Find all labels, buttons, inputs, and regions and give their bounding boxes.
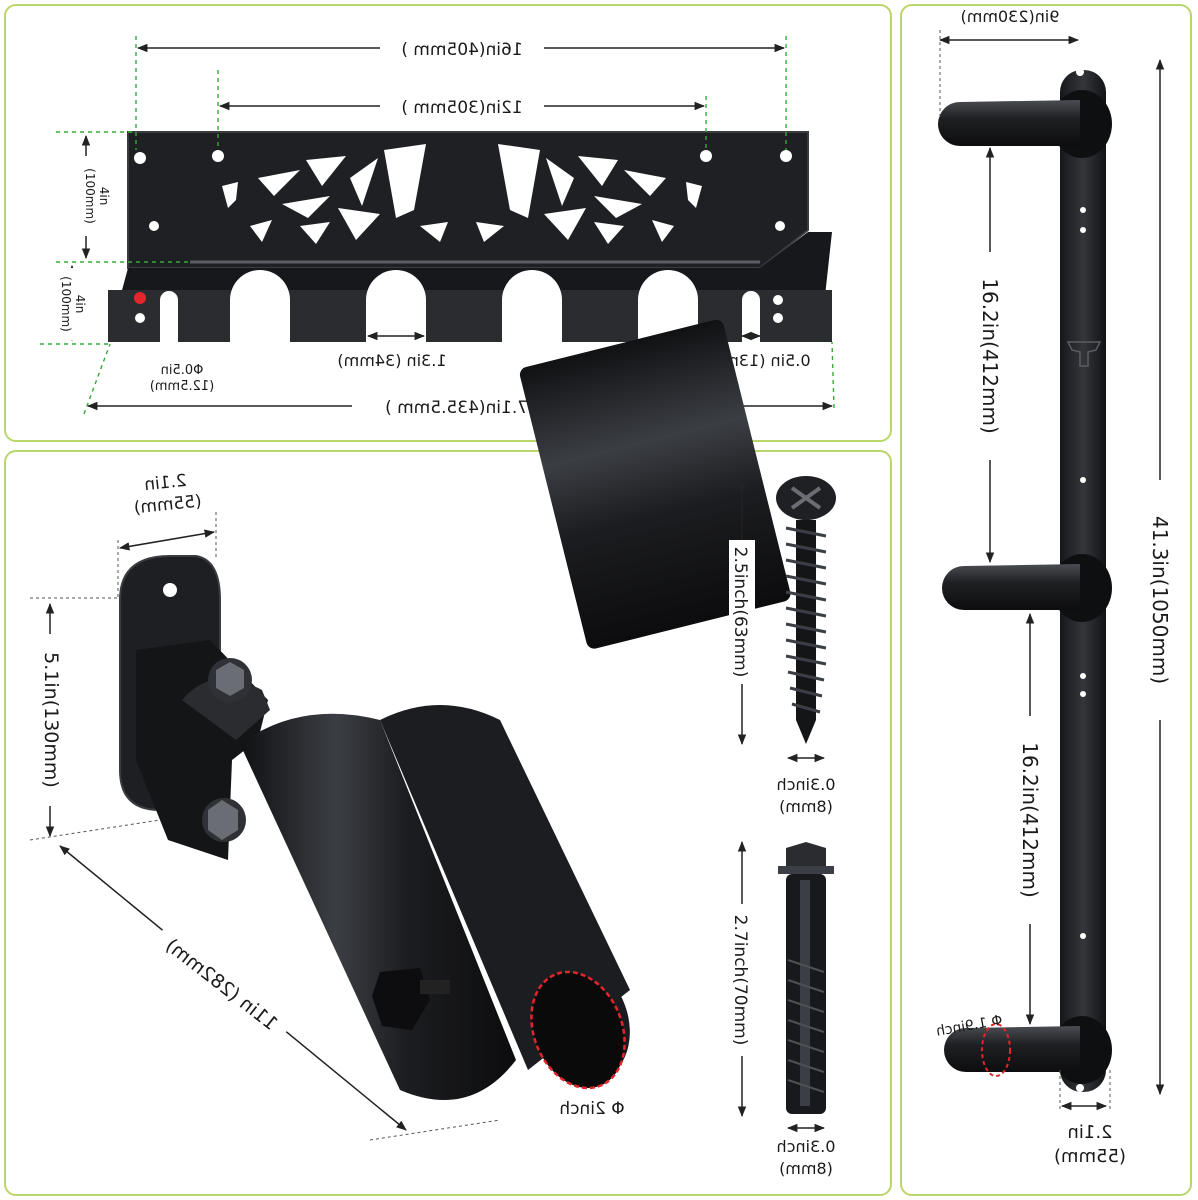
post-plate-height-label: 5.1in(130mm) <box>40 652 62 788</box>
wall-spacing-upper-label: 16.2in(412mm) <box>978 278 1002 434</box>
rack-pattern-cutout <box>222 144 702 244</box>
anchor-labels: 2.7inch(70mm) 0.3inch (8mm) <box>729 904 835 1178</box>
post-tube <box>519 319 791 649</box>
wall-base-width-mm-label: (55mm) <box>1054 1146 1126 1167</box>
post-bolt-top <box>208 658 252 702</box>
rack-hole-dia-mm-label: (12.5mm) <box>150 379 214 394</box>
post-bolt-side <box>202 798 246 842</box>
wall-bar-illustration <box>938 68 1112 1092</box>
post-plate-width-mm-label: (55mm) <box>133 491 203 518</box>
anchor-illustration <box>778 842 834 1114</box>
wall-base-width-in-label: 2.1in <box>1067 1122 1112 1143</box>
post-plate-width-in-label: 2.1in <box>143 471 187 495</box>
wall-top-width-label: 9in(230mm) <box>961 7 1060 26</box>
rack-guide-lines <box>40 36 835 415</box>
rack-height-back-in-label: 4in <box>97 187 111 206</box>
rack-height-base-in-label: 4in <box>73 295 87 314</box>
rack-hole-dia-in-label: Φ0.5in <box>161 363 204 378</box>
screw-illustration <box>776 476 836 744</box>
rack-width-total-label: 16in(405mm ) <box>401 40 522 60</box>
anchor-length-label: 2.7inch(70mm) <box>730 915 750 1046</box>
rack-height-back-mm-label: (100mm) <box>83 168 97 224</box>
wall-spacing-lower-label: 16.2in(412mm) <box>1018 742 1042 898</box>
rack-width-inner-label: 12in(305mm ) <box>401 98 522 118</box>
rack-slots <box>160 270 760 342</box>
anchor-dia-in-label: 0.3inch <box>777 1137 836 1156</box>
rack-mount-holes <box>134 150 792 323</box>
wall-bar-peg-bottom <box>944 1016 1112 1084</box>
wall-bar-peg-middle <box>942 554 1112 622</box>
wall-total-height-label: 41.3in(1050mm) <box>1148 516 1172 684</box>
anchor-dia-mm-label: (8mm) <box>779 1159 833 1178</box>
screw-dia-in-label: 0.3inch <box>777 775 836 794</box>
screw-length-label: 2.5inch(63mm) <box>730 547 750 678</box>
wall-bar-labels: 9in(230mm) 16.2in(412mm) 16.2in(412mm) 4… <box>935 7 1174 1167</box>
rack-length-total-label: 17.1in(435.5mm ) <box>385 398 539 418</box>
rack-illustration <box>108 131 832 342</box>
post-illustration <box>119 319 791 1100</box>
wall-bar-peg-top <box>938 90 1112 158</box>
post-tube-length-label: 11in (282mm) <box>161 934 281 1035</box>
rack-slot-width-label: 1.3in (34mm) <box>337 351 446 370</box>
screw-dia-mm-label: (8mm) <box>779 797 833 816</box>
screw-labels: 2.5inch(63mm) 0.3inch (8mm) <box>729 540 835 816</box>
wall-bar-screw-holes <box>1076 68 1086 1092</box>
rack-height-base-mm-label: (100mm) <box>59 276 73 332</box>
rack-back-plate <box>127 131 809 269</box>
post-tube-dia-label: Φ 2inch <box>559 1099 624 1119</box>
